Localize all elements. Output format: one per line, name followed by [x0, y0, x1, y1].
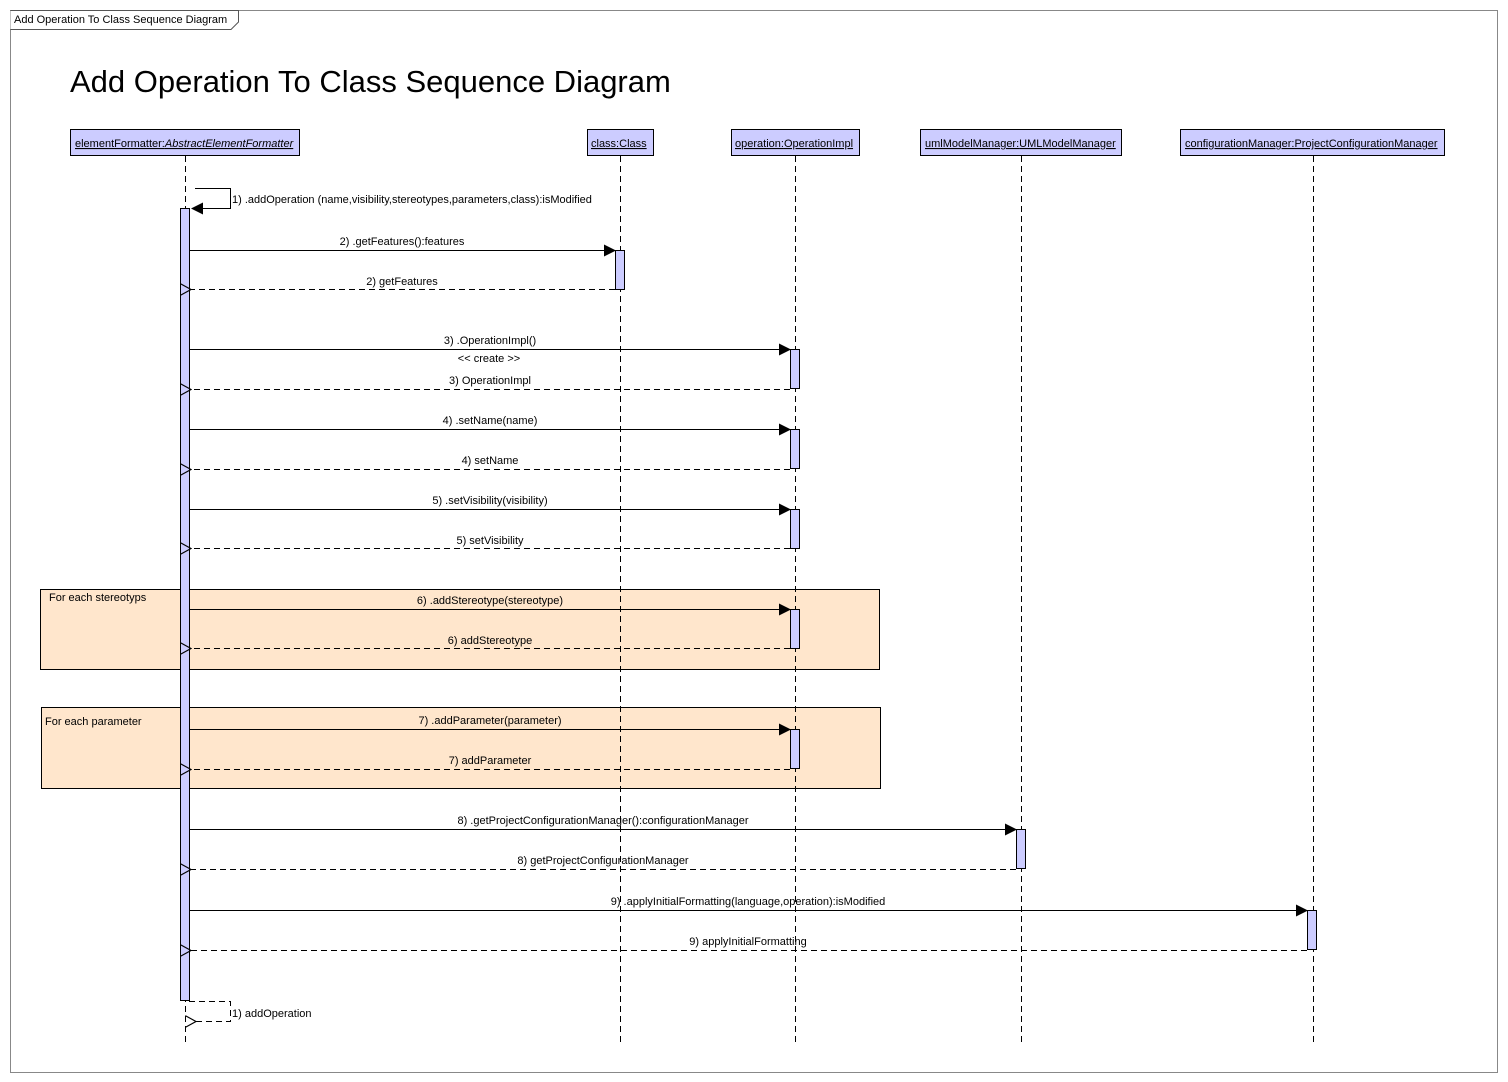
frame-tab-label: Add Operation To Class Sequence Diagram: [14, 14, 227, 26]
activation-class-1: [615, 250, 625, 290]
message-9-call-label: 9) .applyInitialFormatting(language,oper…: [611, 896, 886, 908]
message-2-return-label: 2) getFeatures: [366, 276, 438, 288]
svg-text:class:Class: class:Class: [591, 138, 647, 150]
message-8-return-label: 8) getProjectConfigurationManager: [517, 855, 689, 867]
message-6-call-label: 6) .addStereotype(stereotype): [417, 595, 563, 607]
lifeline-header-configurationManager[interactable]: configurationManager:ProjectConfiguratio…: [1180, 129, 1445, 156]
diagram-title: Add Operation To Class Sequence Diagram: [70, 64, 671, 99]
message-2-call-label: 2) .getFeatures():features: [340, 236, 465, 248]
diagram-frame: [10, 10, 1498, 1073]
activation-operation-4: [790, 609, 800, 649]
fragment-label-parameters: For each parameter: [45, 716, 142, 728]
message-3-return-label: 3) OperationImpl: [449, 375, 531, 387]
lifeline-header-operation[interactable]: operation:OperationImpl: [731, 129, 860, 156]
message-7-call-label: 7) .addParameter(parameter): [418, 715, 561, 727]
lifeline-header-elementFormatter[interactable]: elementFormatter:AbstractElementFormatte…: [70, 129, 300, 156]
svg-text:umlModelManager:UMLModelManage: umlModelManager:UMLModelManager: [925, 138, 1116, 150]
activation-operation-2: [790, 429, 800, 469]
lifeline-header-class[interactable]: class:Class: [587, 129, 654, 156]
message-4-call-label: 4) .setName(name): [443, 415, 538, 427]
message-4-return-label: 4) setName: [462, 455, 519, 467]
message-9-return-label: 9) applyInitialFormatting: [689, 936, 806, 948]
activation-operation-1: [790, 349, 800, 389]
message-5-return-label: 5) setVisibility: [456, 535, 524, 547]
svg-text:elementFormatter:AbstractEleme: elementFormatter:AbstractElementFormatte…: [75, 138, 295, 150]
activation-configurationManager: [1307, 910, 1317, 950]
message-7-return-label: 7) addParameter: [449, 755, 532, 767]
activation-umlModelManager: [1016, 829, 1026, 869]
message-1-return: [189, 1001, 231, 1022]
fragment-label-stereotypes: For each stereotyps: [49, 592, 147, 604]
message-3-stereotype: << create >>: [458, 353, 520, 365]
frame-tab: [10, 10, 239, 30]
message-8-call-label: 8) .getProjectConfigurationManager():con…: [457, 815, 748, 827]
message-1-call: [191, 188, 231, 215]
message-1-return-label: 1) addOperation: [232, 1008, 312, 1020]
svg-text:operation:OperationImpl: operation:OperationImpl: [735, 138, 853, 150]
message-1-call-label: 1) .addOperation (name,visibility,stereo…: [232, 194, 592, 206]
message-6-return-label: 6) addStereotype: [448, 635, 532, 647]
activation-elementFormatter: [180, 208, 190, 1001]
message-3-call-label: 3) .OperationImpl(): [444, 335, 536, 347]
svg-text:configurationManager:ProjectCo: configurationManager:ProjectConfiguratio…: [1185, 138, 1438, 150]
activation-operation-3: [790, 509, 800, 549]
activation-operation-5: [790, 729, 800, 769]
message-5-call-label: 5) .setVisibility(visibility): [432, 495, 547, 507]
lifeline-header-umlModelManager[interactable]: umlModelManager:UMLModelManager: [920, 129, 1122, 156]
